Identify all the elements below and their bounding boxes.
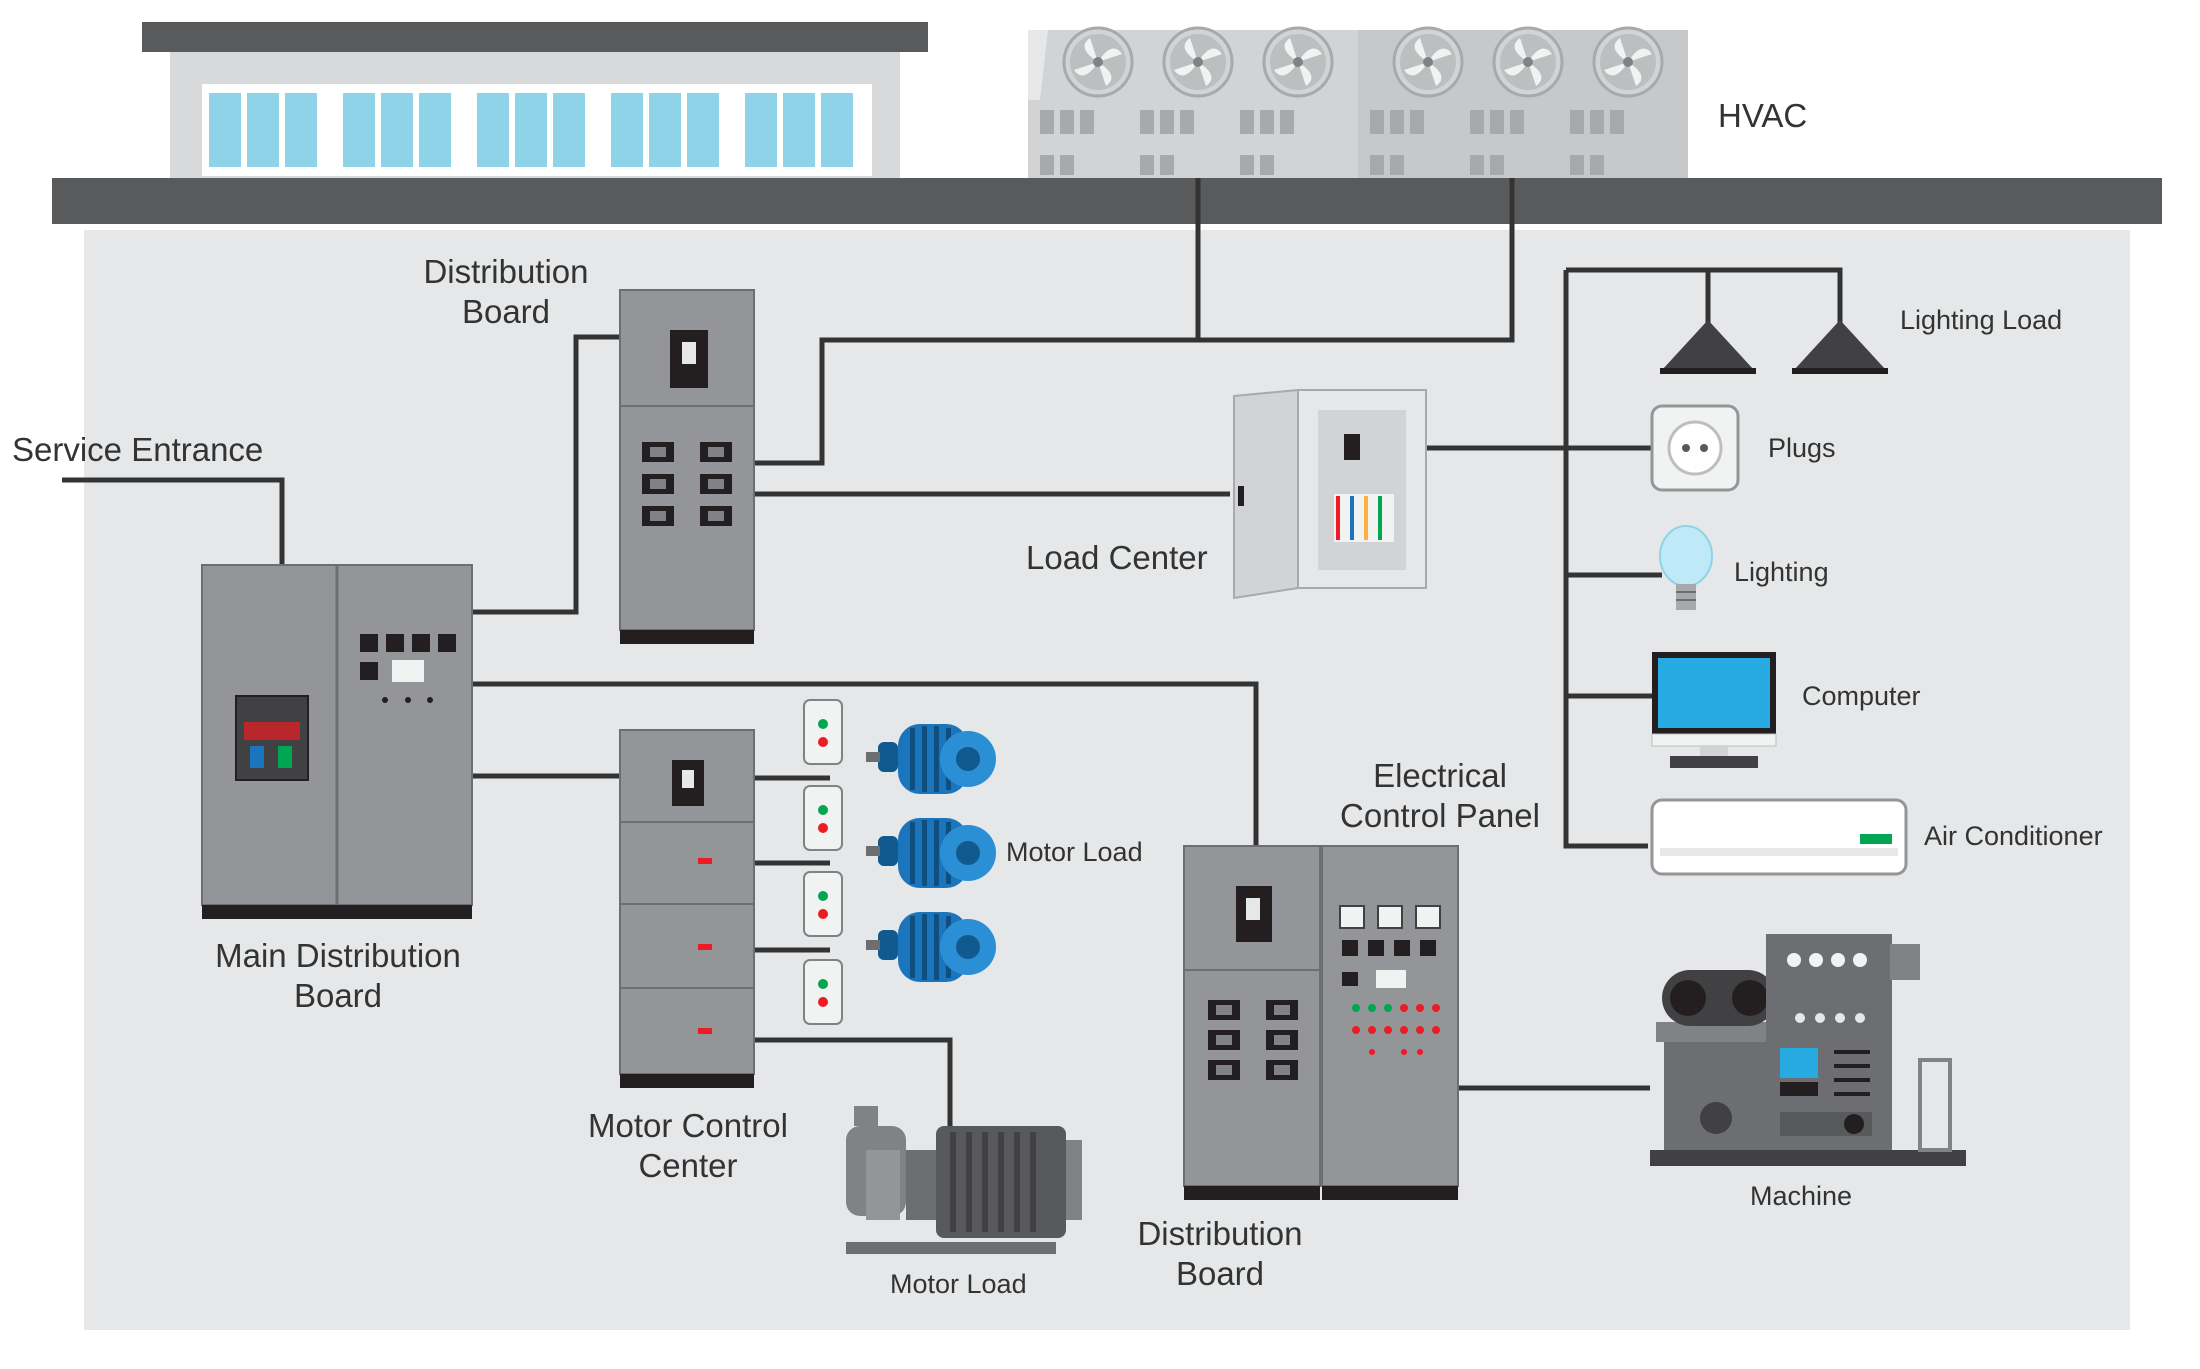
load-center-label: Load Center — [1026, 539, 1208, 576]
roof-slab — [52, 178, 2162, 224]
distribution-board-top-label: Distribution Board — [406, 252, 606, 331]
db-to-hvac-wire — [752, 178, 1515, 466]
distribution-board-top-line1: Distribution — [423, 253, 589, 290]
distribution-board-bottom-cabinet — [1183, 845, 1321, 1200]
distribution-board-bottom-line2: Board — [1175, 1254, 1265, 1292]
motor-control-center-label: Motor Control Center — [568, 1106, 808, 1185]
main-distribution-board-cabinet — [201, 564, 473, 919]
load-center-panel — [1233, 388, 1427, 600]
electrical-control-panel-label: Electrical Control Panel — [1318, 756, 1562, 835]
computer-label: Computer — [1802, 681, 1921, 711]
mdb-to-db2-wire — [470, 681, 1259, 846]
wall-socket-icon — [1650, 404, 1740, 492]
motor-load-bottom-label: Motor Load — [890, 1269, 1027, 1299]
plugs-label: Plugs — [1768, 433, 1836, 463]
industrial-machine-icon — [1650, 934, 1966, 1166]
distribution-board-top-line2: Board — [461, 292, 551, 330]
electrical-control-panel-line1: Electrical — [1373, 757, 1507, 794]
distribution-board-top-cabinet — [619, 289, 755, 644]
motor-control-center-line2: Center — [638, 1146, 738, 1184]
electrical-control-panel-line2: Control Panel — [1340, 796, 1540, 834]
main-distribution-board-line1: Main Distribution — [215, 937, 461, 974]
wiring — [62, 178, 1843, 1130]
distribution-board-bottom-label: Distribution Board — [1120, 1214, 1320, 1293]
computer-monitor-icon — [1651, 652, 1777, 768]
air-conditioner-label: Air Conditioner — [1924, 821, 2103, 851]
distribution-board-bottom-line1: Distribution — [1137, 1215, 1303, 1252]
loadcenter-bus-wire — [1426, 445, 1648, 849]
motor-control-center-cabinet — [619, 729, 755, 1088]
motor-control-center-line1: Motor Control — [588, 1107, 788, 1144]
main-distribution-board-label: Main Distribution Board — [188, 936, 488, 1015]
air-conditioner-icon — [1650, 798, 1908, 876]
hvac-label: HVAC — [1718, 97, 1808, 134]
pump-icon — [846, 1106, 1082, 1254]
hvac-units — [1028, 26, 1688, 178]
main-distribution-board-line2: Board — [293, 976, 383, 1014]
lighting-load-label: Lighting Load — [1900, 305, 2063, 335]
lighting-label: Lighting — [1734, 557, 1829, 587]
light-bulb-icon — [1659, 525, 1713, 610]
mcc-to-pump-wire — [752, 1037, 953, 1130]
electrical-control-panel-cabinet — [1321, 845, 1459, 1200]
motor-load-right-label: Motor Load — [1006, 837, 1143, 867]
pendant-lamp-icon — [1660, 320, 1888, 374]
motor-loads — [866, 724, 996, 982]
service-entrance-wire — [62, 477, 285, 565]
machine-label: Machine — [1750, 1181, 1853, 1211]
service-entrance-label: Service Entrance — [12, 431, 264, 468]
mdb-to-db-wire — [470, 334, 620, 615]
building-facade — [142, 22, 928, 178]
